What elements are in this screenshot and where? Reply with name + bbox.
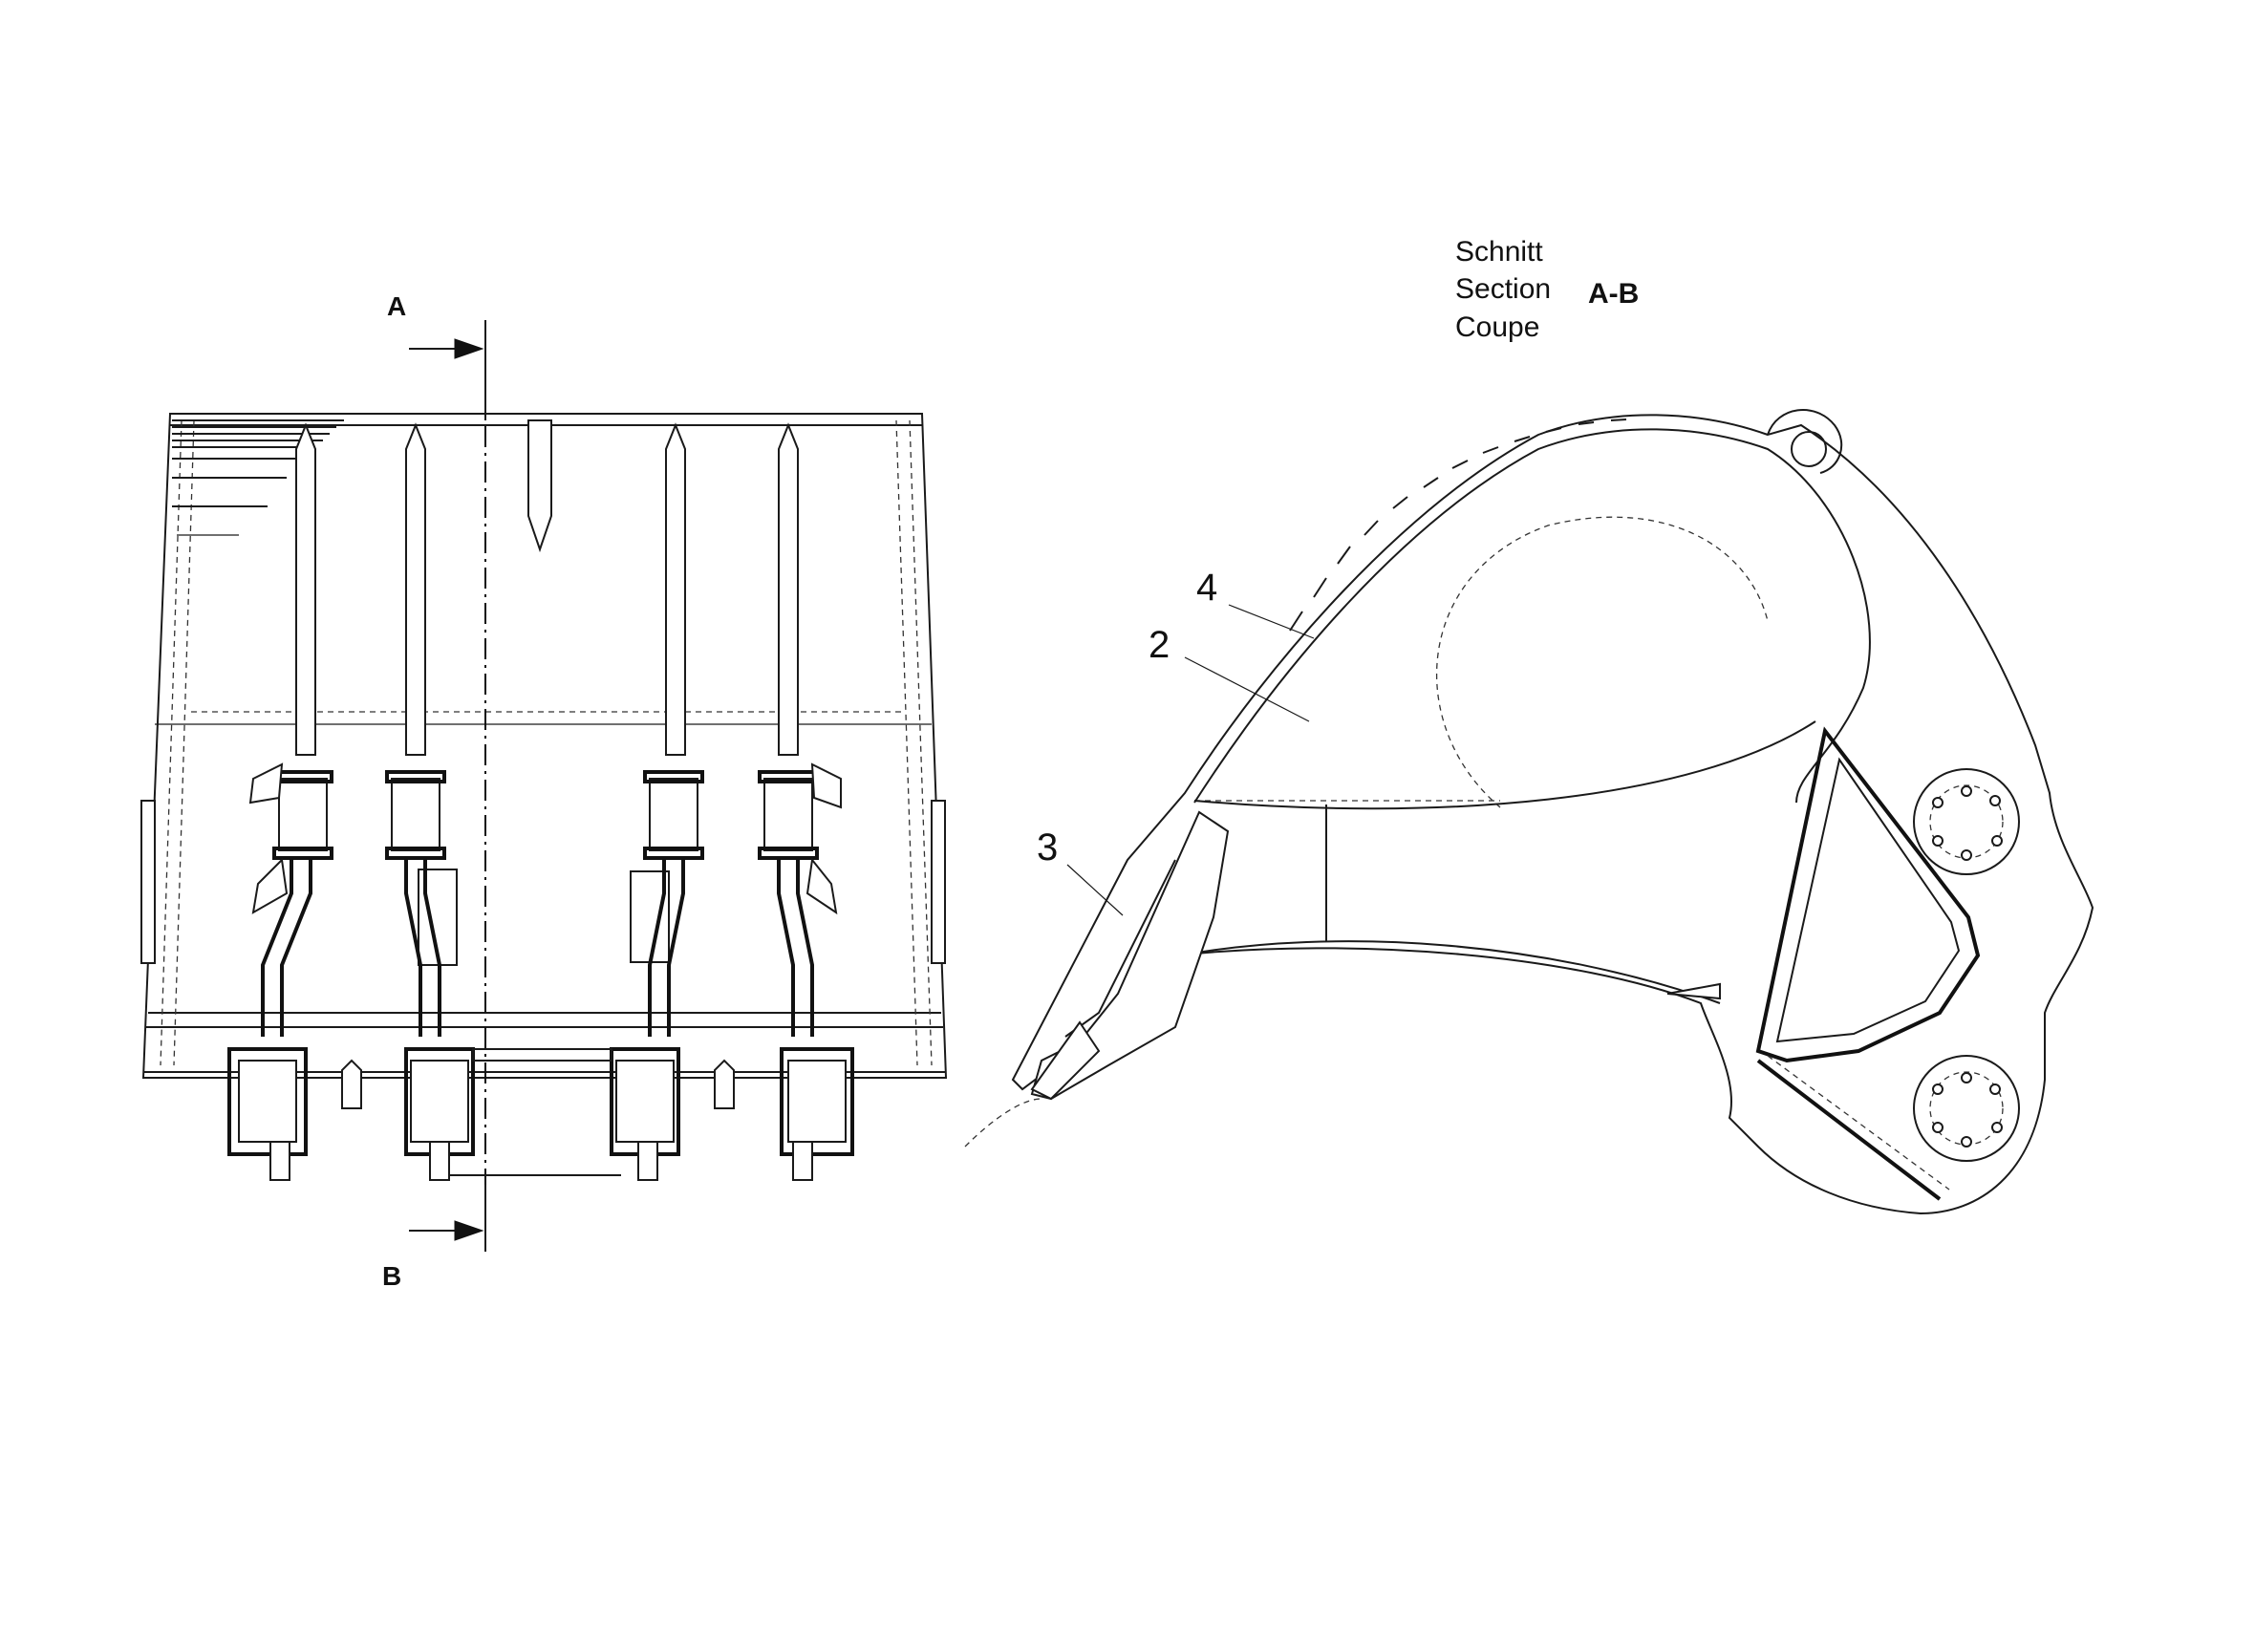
bucket-front-view: A B bbox=[140, 291, 948, 1291]
callout-2-leader bbox=[1184, 656, 1310, 722]
arm-curve-lower bbox=[1193, 720, 1816, 810]
section-word-1: Schnitt bbox=[1455, 236, 1543, 268]
claw-left-lower bbox=[251, 857, 289, 914]
pin-1 bbox=[295, 422, 316, 756]
section-view: Schnitt Section Coupe A-B bbox=[964, 236, 2094, 1215]
side-strip-left bbox=[140, 800, 156, 964]
claw-left-upper bbox=[248, 762, 284, 805]
bucket-inner-wall-right-2 bbox=[895, 419, 918, 1066]
callout-4: 3 bbox=[1037, 826, 1058, 869]
rod-4b bbox=[796, 858, 814, 1037]
bucket-inner-wall-right bbox=[909, 419, 933, 1066]
callout-3-leader bbox=[1228, 604, 1315, 639]
tooth-assembly bbox=[1030, 810, 1230, 1101]
bucket-lip-curve bbox=[1179, 940, 1721, 1004]
bucket-inner-wall-left-2 bbox=[173, 419, 195, 1066]
rod-1 bbox=[261, 858, 293, 1037]
claw-right-upper bbox=[810, 762, 842, 809]
rod-2 bbox=[404, 858, 422, 1037]
bucket-inner-wall-left bbox=[160, 419, 183, 1066]
section-word-2: Section bbox=[1455, 273, 1551, 305]
claw-right-lower bbox=[805, 857, 838, 915]
arm-frame-inner bbox=[1775, 757, 1961, 1043]
wedge bbox=[1666, 982, 1721, 1000]
section-word-3: Coupe bbox=[1455, 311, 1539, 343]
base-plate-hatched-2 bbox=[1767, 1055, 1950, 1191]
cut-marker-a: A bbox=[387, 291, 406, 321]
lifting-eye bbox=[1767, 409, 1843, 474]
pivot-lower bbox=[1913, 1055, 2020, 1162]
rod-3b bbox=[667, 858, 685, 1037]
rod-2b bbox=[423, 858, 441, 1037]
arrow-b bbox=[409, 1220, 484, 1241]
rod-4 bbox=[777, 858, 795, 1037]
side-strip-right bbox=[931, 800, 946, 964]
arrow-a bbox=[409, 338, 484, 359]
pin-2 bbox=[405, 422, 426, 756]
bucket-shell-inner bbox=[1193, 428, 1871, 804]
arm-frame-outer bbox=[1755, 726, 1981, 1063]
bucket-shell-outer bbox=[1011, 414, 2094, 1215]
upper-housings bbox=[272, 770, 819, 860]
section-code: A-B bbox=[1588, 278, 1639, 310]
wear-plates bbox=[1289, 418, 1627, 632]
cavity-hidden-line bbox=[1435, 516, 1769, 808]
base-plate-hatched bbox=[1756, 1059, 1942, 1201]
callout-3: 4 bbox=[1196, 567, 1217, 609]
centre-tooth bbox=[527, 419, 552, 553]
pin-4 bbox=[778, 422, 799, 756]
pivot-upper bbox=[1913, 768, 2020, 875]
lower-housings bbox=[227, 1047, 854, 1181]
small-tooth-right bbox=[714, 1059, 735, 1109]
callout-4-leader bbox=[1066, 864, 1124, 916]
callout-2: 2 bbox=[1149, 624, 1170, 666]
rod-3 bbox=[648, 858, 666, 1037]
rod-1b bbox=[280, 858, 312, 1037]
small-tooth-left bbox=[341, 1059, 362, 1109]
top-left-hatch bbox=[172, 419, 344, 536]
soil-dotted bbox=[964, 1098, 1042, 1148]
pin-3 bbox=[665, 422, 686, 756]
lower-crossbar bbox=[472, 1048, 612, 1062]
cut-marker-b: B bbox=[382, 1261, 401, 1291]
